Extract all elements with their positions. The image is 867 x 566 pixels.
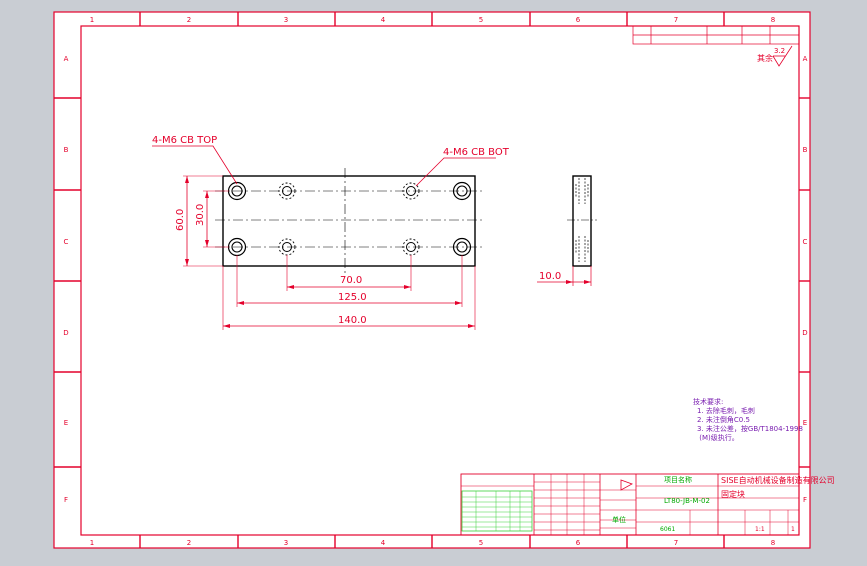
side-view: 10.0 [537,175,597,286]
zone-col-label-top: 7 [674,16,678,24]
zone-col-label-top: 3 [284,16,288,24]
zone-col-label-top: 6 [576,16,581,24]
zone-row-label-right: C [803,238,808,246]
company-name: SISE自动机械设备制造有限公司 [721,475,835,485]
front-dimensions [152,145,496,330]
zone-row-label-right: E [803,419,807,427]
callout-top-text: 4-M6 CB TOP [152,135,217,146]
leader-top-callout [152,145,238,185]
roughness-prefix-text: 其余 [757,53,773,63]
counterbore-hole-top-right [452,181,472,201]
zone-row-label-right: D [802,329,807,337]
zone-col-label-top: 4 [381,16,386,24]
dim-thickness-text: 10.0 [539,271,561,282]
zone-col-label-bottom: 6 [576,539,581,547]
dim-holes-outer-text: 125.0 [338,292,367,303]
zone-row-label-left: C [64,238,69,246]
dim-length-text: 140.0 [338,315,367,326]
zone-row-label-left: D [63,329,68,337]
dim-height-outer-text: 60.0 [175,209,186,231]
side-view-hidden-holes [575,178,589,262]
dim-height-inner-text: 30.0 [195,204,206,226]
drawing-number: LT80-JB-M-02 [664,497,710,505]
front-dimension-texts: 4-M6 CB TOP 4-M6 CB BOT 60.0 30.0 70.0 1… [152,135,510,326]
zone-col-label-bottom: 4 [381,539,386,547]
part-name: 固定块 [721,489,745,499]
leader-bottom-callout [415,157,496,187]
revision-block [632,25,800,45]
front-view [215,168,482,274]
sheet-number-text: 1 [791,526,795,533]
zone-col-label-bottom: 1 [90,539,94,547]
hidden-counterbore-hole-upper-right [402,182,420,200]
zone-row-label-right: F [803,496,807,504]
zone-row-label-right: B [803,146,808,154]
zone-col-label-bottom: 7 [674,539,678,547]
zone-col-label-bottom: 3 [284,539,288,547]
plate-outline [222,175,476,267]
roughness-value-text: 3.2 [774,47,785,55]
callout-bottom-text: 4-M6 CB BOT [443,147,510,158]
zone-col-label-bottom: 2 [187,539,191,547]
zone-row-label-right: A [803,55,808,63]
project-label: 项目名称 [664,475,692,484]
scale-text: 1:1 [755,526,765,533]
title-block-green-table [461,490,533,532]
zone-col-label-bottom: 5 [479,539,483,547]
notes-heading: 技术要求: [693,397,723,406]
zone-row-label-left: F [64,496,68,504]
zone-row-label-left: A [64,55,69,63]
dim-holes-inner-text: 70.0 [340,275,362,286]
title-block: 项目名称 SISE自动机械设备制造有限公司 固定块 LT80-JB-M-02 单… [460,473,835,536]
zone-row-label-left: E [64,419,68,427]
zone-col-label-top: 2 [187,16,191,24]
zone-col-label-top: 8 [771,16,775,24]
zone-row-label-left: B [64,146,69,154]
side-view-outline [572,175,592,267]
zone-col-label-top: 5 [479,16,483,24]
sheet-outer-border [53,11,811,549]
unit-label: 单位 [612,515,626,524]
zone-col-label-top: 1 [90,16,94,24]
hidden-counterbore-hole-upper-left [278,182,296,200]
roughness-symbol: 其余 3.2 [757,45,793,67]
zone-col-label-bottom: 8 [771,539,775,547]
material-text: 6061 [660,526,675,533]
logo-icon [620,479,633,491]
